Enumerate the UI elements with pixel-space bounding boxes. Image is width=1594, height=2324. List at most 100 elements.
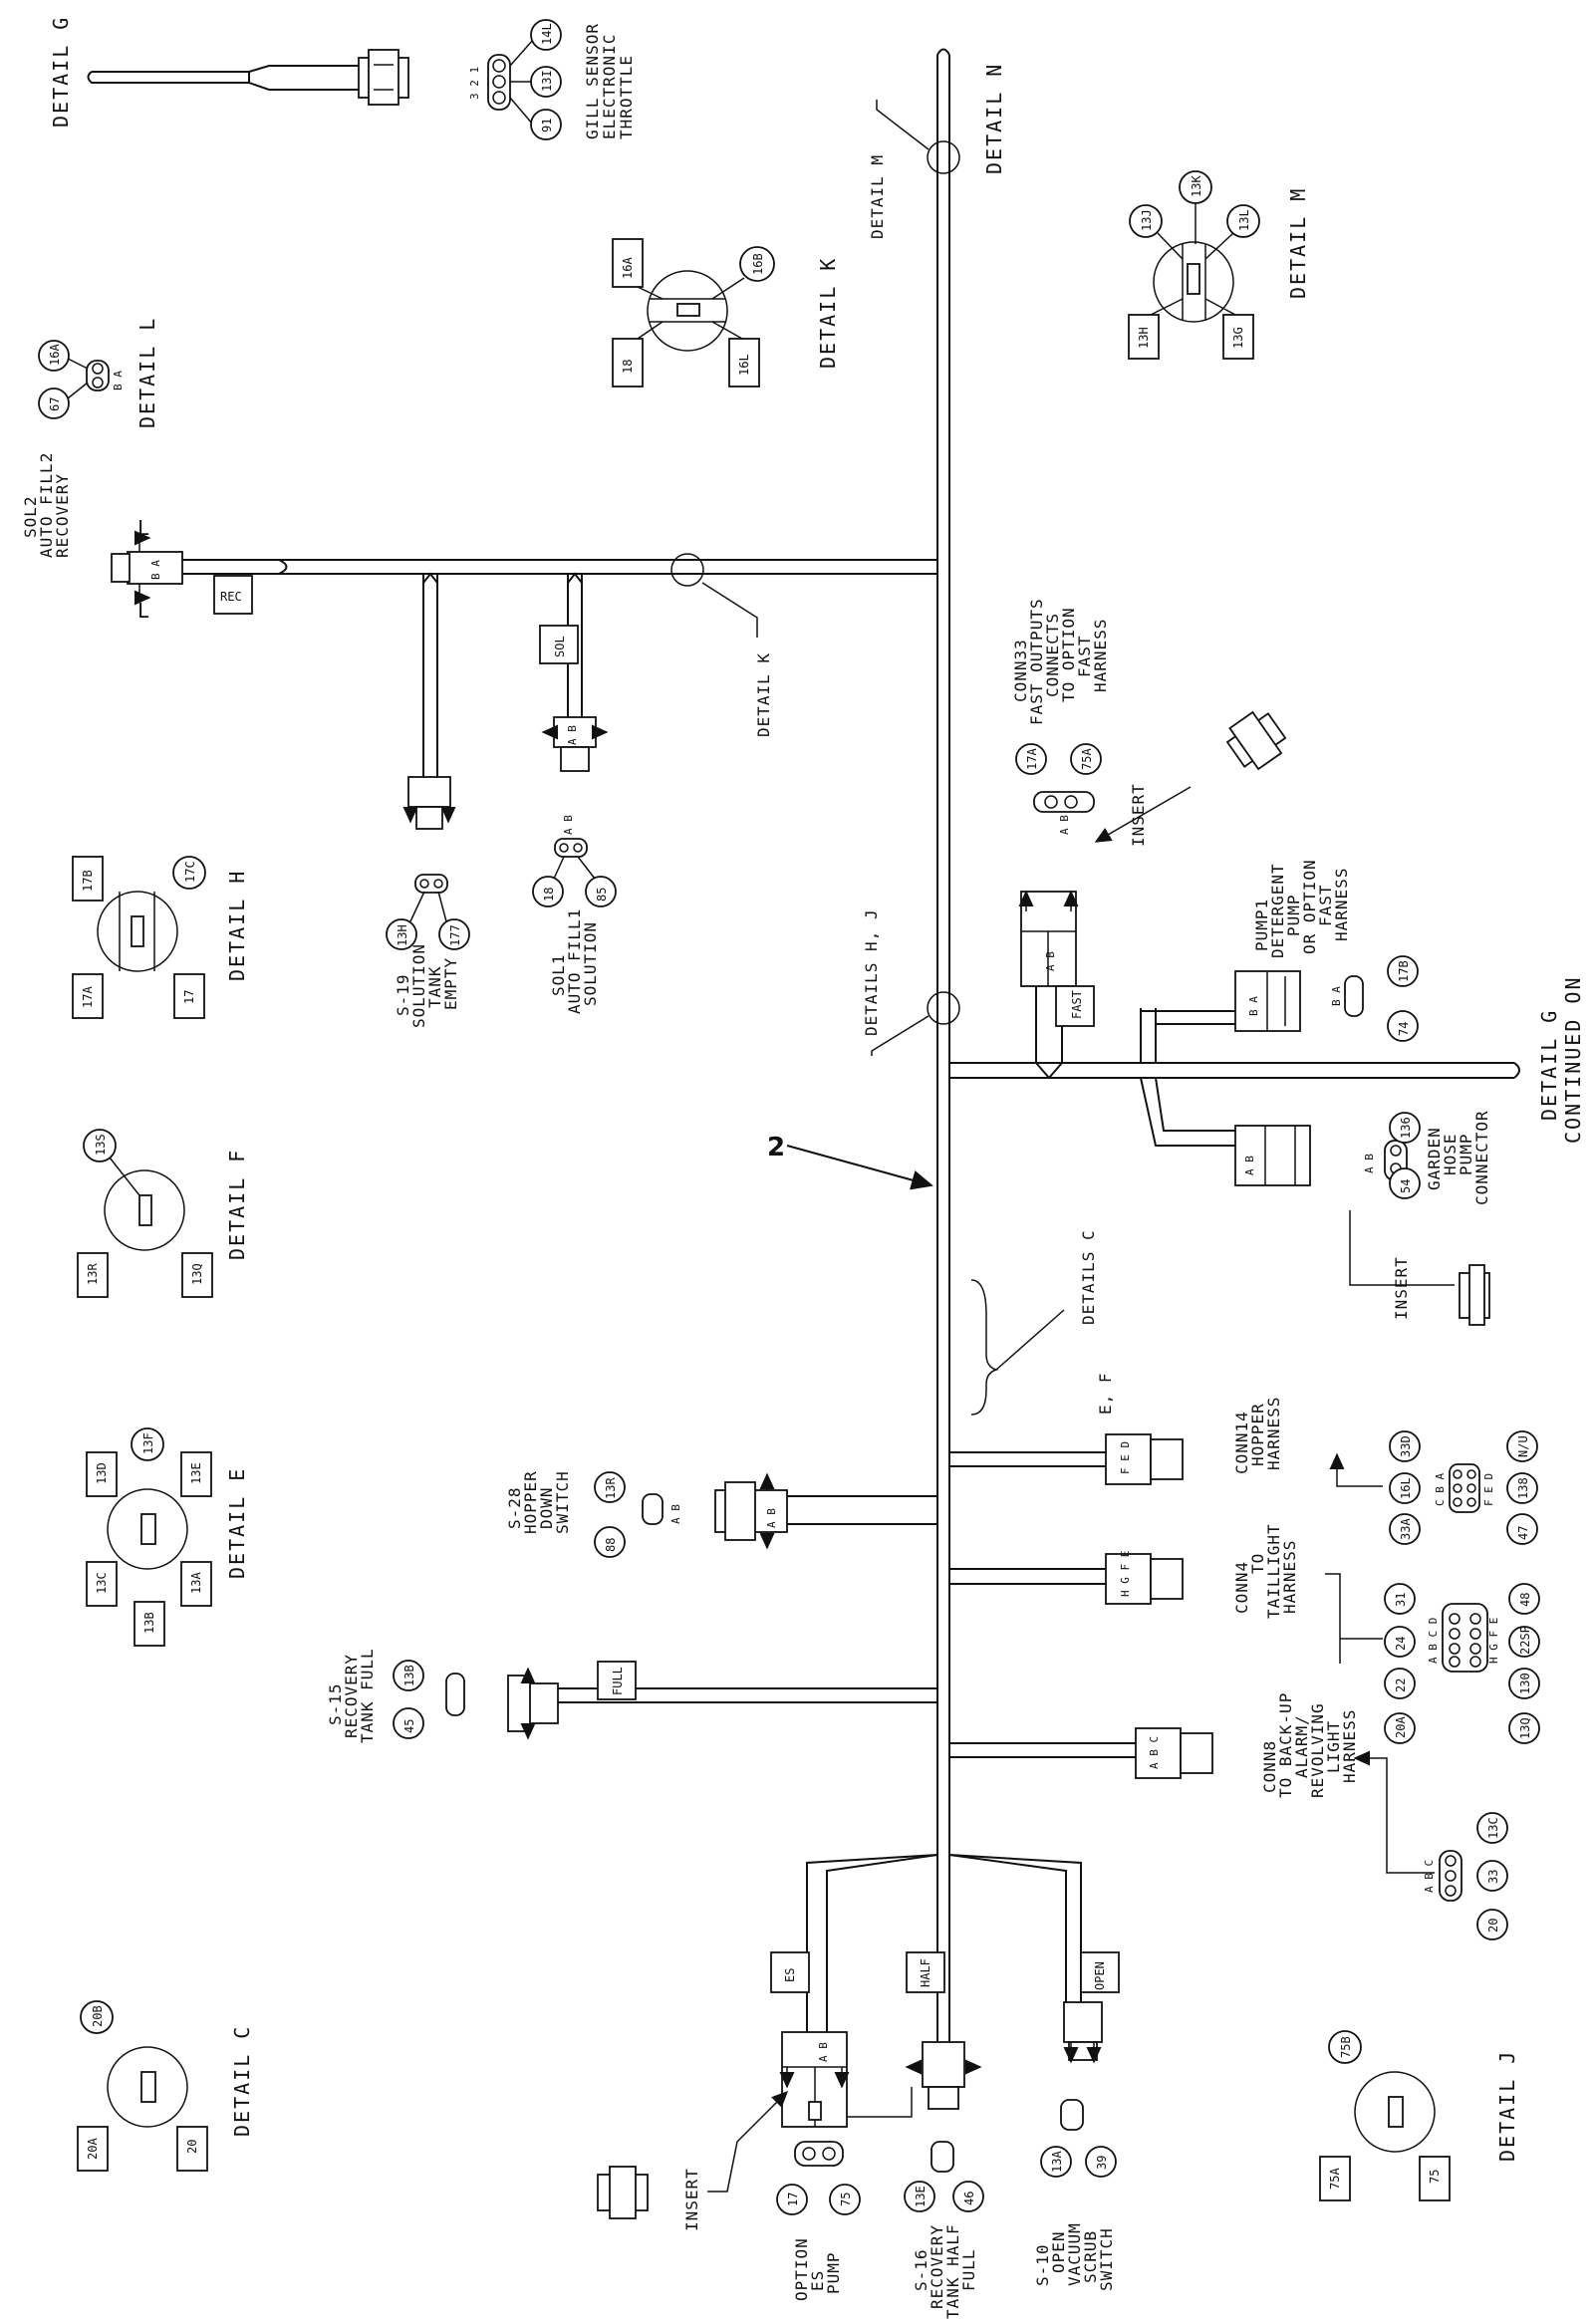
svg-text:PUMP: PUMP: [824, 2251, 843, 2294]
svg-text:F E D: F E D: [1119, 1441, 1132, 1474]
svg-text:13B: 13B: [142, 1612, 156, 1634]
svg-text:A B C: A B C: [1423, 1860, 1436, 1893]
detail-m-label: DETAIL M: [1286, 187, 1310, 299]
svg-text:TO OPTION: TO OPTION: [1059, 607, 1078, 702]
svg-text:48: 48: [1518, 1593, 1532, 1607]
svg-text:16A: 16A: [621, 257, 635, 279]
svg-text:18: 18: [542, 888, 556, 902]
svg-text:17: 17: [786, 2193, 800, 2206]
svg-text:H G F E: H G F E: [1119, 1551, 1132, 1597]
svg-text:13F: 13F: [141, 1432, 155, 1454]
s10-label: S-10 OPEN VACUUM SCRUB SWITCH: [1033, 2222, 1116, 2291]
svg-text:CONN33: CONN33: [1011, 639, 1030, 702]
svg-text:AUTO FILL2: AUTO FILL2: [37, 452, 56, 558]
svg-text:H G F E: H G F E: [1487, 1618, 1500, 1664]
svg-text:13H: 13H: [396, 924, 409, 946]
detail-e-label: DETAIL E: [225, 1467, 249, 1579]
svg-text:REVOLVING: REVOLVING: [1308, 1702, 1327, 1798]
svg-text:16L: 16L: [1399, 1477, 1413, 1499]
insert-label-2: INSERT: [1392, 1256, 1411, 1320]
svg-text:GILL SENSOR: GILL SENSOR: [583, 23, 602, 139]
svg-text:17B: 17B: [1397, 960, 1411, 982]
svg-text:GARDEN: GARDEN: [1425, 1127, 1444, 1190]
detail-m-leader: [876, 100, 930, 150]
insert-plug-2: [1459, 1264, 1490, 1326]
tag-rec: [213, 575, 253, 615]
svg-text:13C: 13C: [95, 1572, 109, 1594]
svg-text:OPEN: OPEN: [1049, 2230, 1068, 2273]
tag-rec-text: REC: [220, 590, 242, 604]
svg-text:22: 22: [1394, 1678, 1408, 1692]
insert-label-3: INSERT: [682, 2168, 701, 2231]
svg-text:33D: 33D: [1399, 1435, 1413, 1457]
detail-l-label: DETAIL L: [135, 317, 159, 428]
s28-label: S-28 HOPPER DOWN SWITCH: [505, 1470, 572, 1534]
svg-text:B A: B A: [149, 560, 162, 580]
svg-text:SCRUB: SCRUB: [1081, 2230, 1100, 2283]
svg-text:OR OPTION: OR OPTION: [1300, 859, 1319, 954]
gill-sensor-label: GILL SENSOR ELECTRONIC THROTTLE: [583, 23, 636, 139]
gill-sensor-pinout: 14L 13I 91 3 2 1: [468, 19, 562, 140]
svg-text:PUMP: PUMP: [1457, 1133, 1475, 1175]
insert-arrow-1: [1094, 786, 1192, 843]
svg-text:SOLUTION: SOLUTION: [409, 943, 428, 1028]
s19-label: S-19 SOLUTION TANK EMPTY: [394, 943, 460, 1028]
conn8-pinout: 13C 33 20 A B C: [1423, 1812, 1508, 1940]
svg-text:FAST: FAST: [1316, 884, 1335, 926]
sol2-connector: B A L L: [111, 516, 289, 623]
s15-pinout: 13B 45: [393, 1660, 465, 1739]
svg-text:A B: A B: [1058, 815, 1071, 835]
svg-text:20A: 20A: [86, 2138, 100, 2160]
svg-text:138: 138: [1516, 1477, 1530, 1499]
s19-pinout: 13H 177: [386, 874, 470, 950]
svg-text:PUMP1: PUMP1: [1252, 899, 1271, 951]
tag-sol-text: SOL: [553, 636, 567, 657]
s15-branch: [507, 1661, 937, 1740]
svg-text:S-19: S-19: [394, 973, 412, 1016]
svg-text:16L: 16L: [737, 354, 751, 376]
svg-text:31: 31: [1394, 1593, 1408, 1607]
conn8-label: CONN8 TO BACK-UP ALARM/ REVOLVING LIGHT …: [1260, 1692, 1359, 1798]
svg-text:17A: 17A: [1025, 748, 1039, 770]
details-cef-label-1: DETAILS C: [1079, 1229, 1098, 1325]
svg-text:TANK: TANK: [425, 965, 444, 1008]
details-hj-leader: [871, 1015, 930, 1056]
svg-text:17C: 17C: [183, 861, 197, 883]
conn33-label: CONN33 FAST OUTPUTS CONNECTS TO OPTION F…: [1011, 598, 1110, 725]
svg-text:VACUUM: VACUUM: [1065, 2222, 1084, 2286]
tag-es-text: ES: [783, 1968, 797, 1982]
svg-text:CONN8: CONN8: [1260, 1740, 1279, 1793]
conn33-pinout: 17A 75A A B: [1015, 743, 1102, 835]
reference-arrow: [786, 1145, 933, 1190]
svg-text:13H: 13H: [1137, 327, 1151, 349]
svg-text:13D: 13D: [95, 1462, 109, 1484]
svg-text:13Q: 13Q: [1518, 1717, 1532, 1739]
svg-text:HARNESS: HARNESS: [1264, 1397, 1283, 1470]
svg-text:A B: A B: [669, 1504, 682, 1524]
svg-text:177: 177: [448, 924, 462, 946]
svg-text:FAST: FAST: [1075, 635, 1094, 677]
svg-text:16A: 16A: [48, 344, 62, 366]
svg-text:LIGHT: LIGHT: [1324, 1720, 1343, 1773]
main-trunk: [289, 48, 1520, 1855]
svg-text:39: 39: [1095, 2156, 1109, 2170]
conn4-label: CONN4 TO TAILLIGHT HARNESS: [1232, 1523, 1299, 1619]
svg-text:TANK FULL: TANK FULL: [358, 1648, 377, 1743]
tag-open-text: OPEN: [1093, 1961, 1107, 1990]
svg-text:136: 136: [1399, 1117, 1413, 1139]
svg-text:N/U: N/U: [1516, 1435, 1530, 1457]
svg-text:13C: 13C: [1486, 1817, 1500, 1839]
conn8-branch: A B C: [949, 1727, 1213, 1779]
svg-text:45: 45: [402, 1719, 416, 1733]
sol1-label: SOL1 AUTO FILL1 SOLUTION: [549, 908, 600, 1014]
svg-text:B A: B A: [1330, 986, 1343, 1006]
sol1-branch: A B: [539, 572, 609, 772]
insert-plug-3: [597, 2166, 649, 2219]
svg-text:13R: 13R: [86, 1263, 100, 1285]
option-es-pinout: 17 75: [776, 2141, 861, 2215]
svg-text:75: 75: [839, 2193, 853, 2206]
s16-pinout: 13E 46: [904, 2141, 984, 2212]
svg-text:OPTION: OPTION: [792, 2237, 811, 2301]
svg-text:47: 47: [1516, 1526, 1530, 1540]
